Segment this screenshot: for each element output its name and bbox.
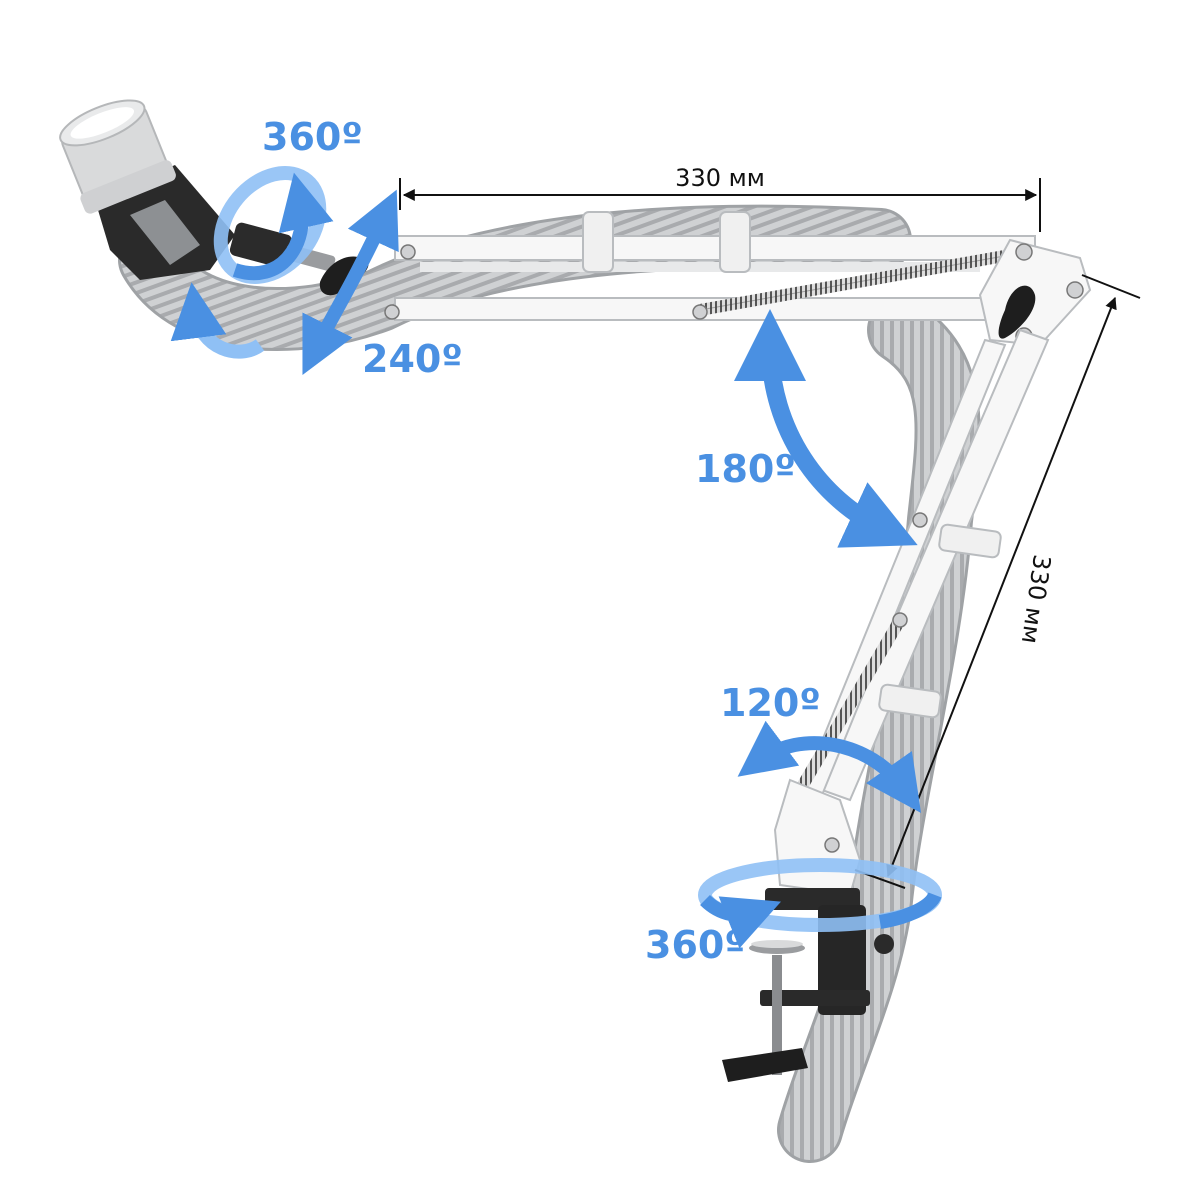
dimension-horizontal: 330 мм [399,164,1041,232]
angle-label-elbow: 180º [695,447,796,491]
nozzle-rotation-arrow [213,166,334,284]
horizontal-arm [384,211,1036,321]
base-swivel-arrow [737,720,922,813]
angle-label-nozzle-rotation: 360º [262,115,363,159]
base-rotation-arrow [698,858,942,949]
angle-label-base-rotation: 360º [645,923,746,967]
angle-label-base-swivel: 120º [720,681,821,725]
clamp-screw-handle [722,1048,808,1082]
elbow-rotation-arrow [734,309,918,548]
dimension-vertical-label: 330 мм [1016,553,1056,646]
dimension-horizontal-label: 330 мм [675,164,765,192]
angle-label-nozzle-tilt: 240º [362,337,463,381]
nozzle-tilt-arrow [170,189,399,376]
